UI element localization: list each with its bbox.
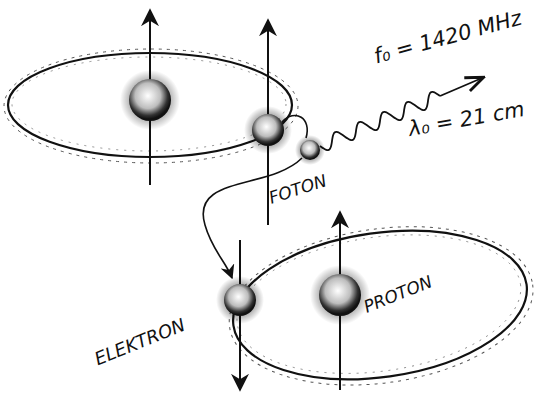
electron-ball xyxy=(216,276,264,324)
orbit-bottom xyxy=(219,208,535,400)
electron-ball xyxy=(244,106,292,154)
wavelength-label: λ₀ = 21 cm xyxy=(407,98,526,141)
particle-name: FOTON xyxy=(267,171,330,207)
particle-name: PROTON xyxy=(361,272,435,316)
transition-curve xyxy=(203,158,302,278)
proton-ball xyxy=(310,265,370,325)
particle-name: ELEKTRON xyxy=(92,315,188,369)
proton-ball xyxy=(120,70,180,130)
frequency-label: f₀ = 1420 MHz xyxy=(372,7,525,69)
photon-direction xyxy=(440,78,482,96)
transition-curve xyxy=(282,115,307,138)
